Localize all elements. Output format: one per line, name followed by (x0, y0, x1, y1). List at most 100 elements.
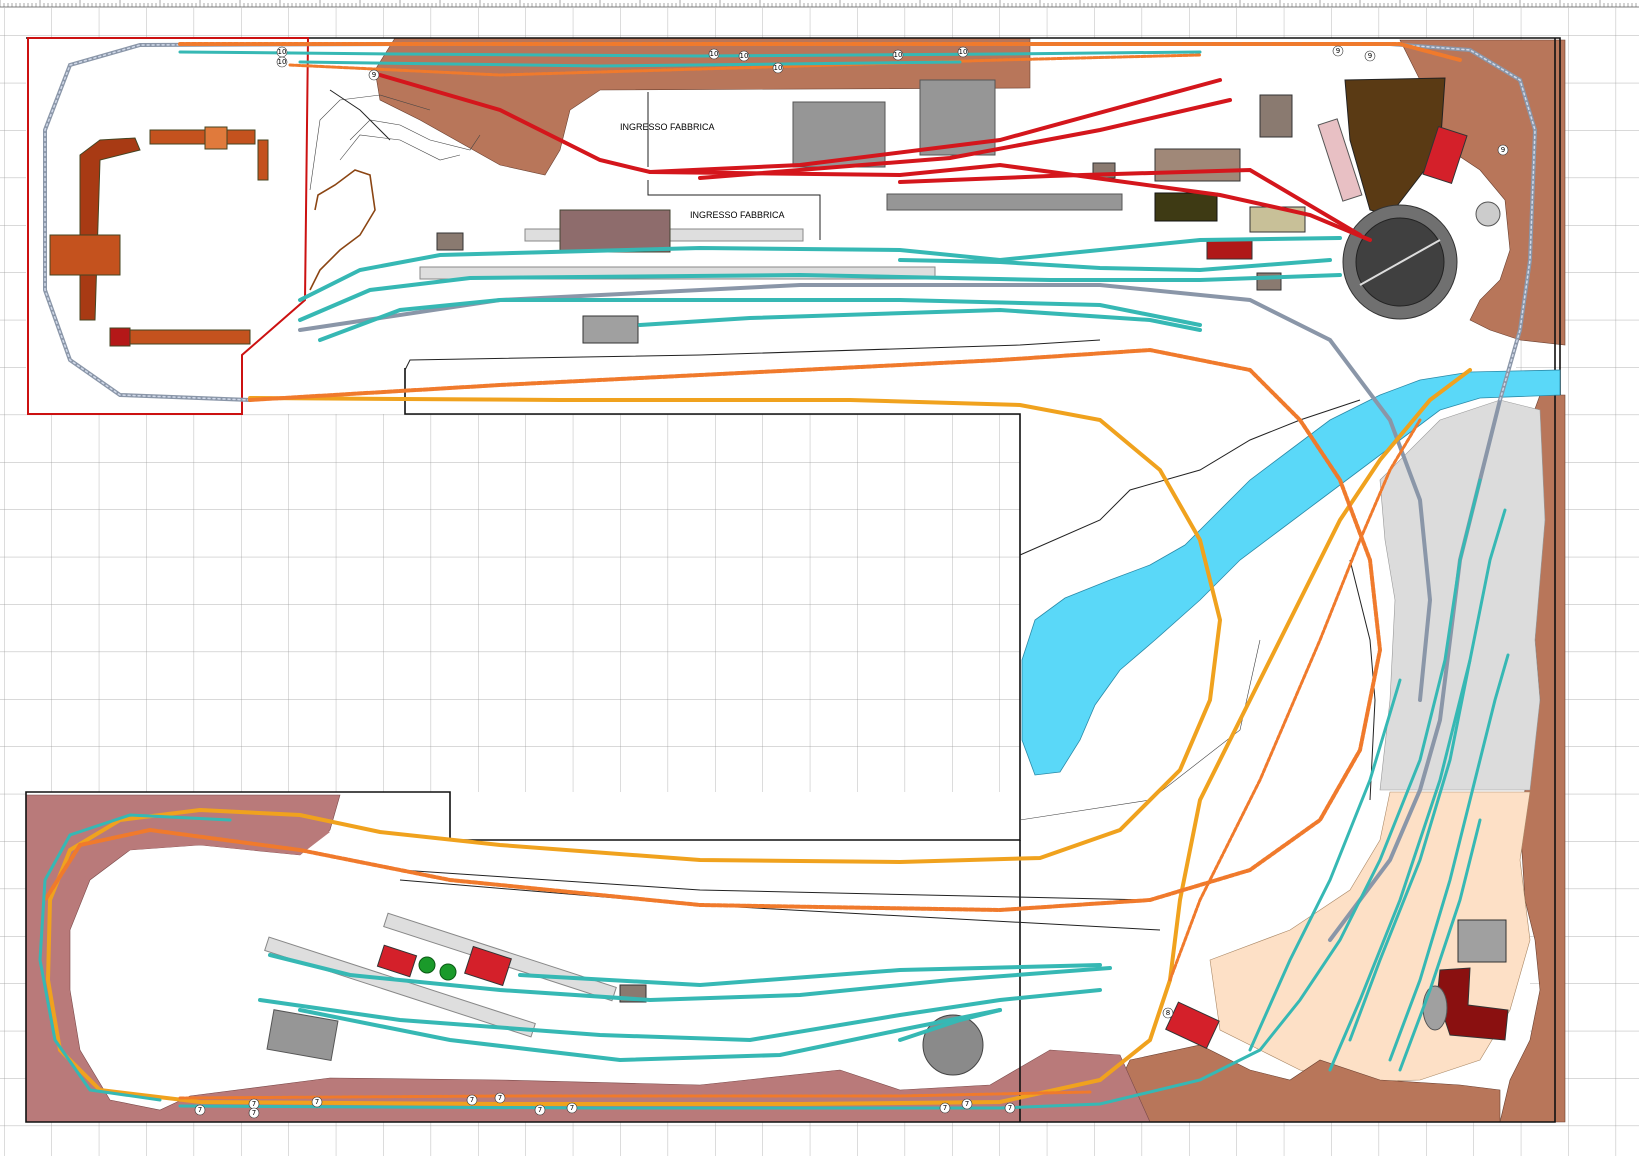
teal-track-top-1 (298, 236, 1342, 302)
track-marker: 9 (368, 69, 380, 81)
track-marker-label: 10 (959, 48, 968, 56)
station-building (559, 209, 671, 253)
track-marker: 7 (494, 1092, 506, 1104)
tree-2 (439, 963, 457, 981)
tracks (38, 42, 1538, 1110)
teal-bottom-loop (38, 813, 232, 1102)
teal-track-bottom-2 (258, 988, 1102, 1043)
left-castle-bottom (109, 329, 251, 345)
water-tower (1475, 201, 1501, 227)
left-castle-tower (204, 126, 228, 150)
red-signal-box (1422, 125, 1468, 185)
teal-track-top-2 (298, 272, 1342, 322)
teal-track-top-3 (318, 298, 1202, 342)
turntable-bridge (1359, 239, 1441, 286)
top-ruler (0, 0, 1639, 8)
track-marker-label: 7 (315, 1098, 319, 1106)
track-marker: 7 (248, 1098, 260, 1110)
board-outline (25, 37, 1561, 1123)
teal-track-bottom-3 (298, 1008, 1002, 1063)
left-castle-top (149, 129, 256, 145)
track-marker-label: 7 (252, 1100, 256, 1108)
orange-dashed-track-4 (1168, 418, 1422, 982)
track-marker-label: 7 (252, 1109, 256, 1117)
teal-track-bottom-5 (898, 1008, 1002, 1042)
red-track-1 (378, 73, 1372, 242)
track-marker: 7 (248, 1107, 260, 1119)
ruler-ticks (0, 0, 1637, 7)
grey-track-loop-rails (44, 43, 1536, 401)
track-marker-label: 7 (943, 1104, 947, 1112)
red-depot (1206, 238, 1253, 260)
track-marker: 7 (961, 1098, 973, 1110)
red-track-2 (648, 78, 1222, 174)
left-castle-red (109, 327, 131, 347)
labels: INGRESSO FABBRICA INGRESSO FABBRICA (620, 92, 821, 240)
teal-yard-2 (1388, 653, 1510, 1062)
track-marker: 10 (957, 46, 969, 58)
teal-top-straight (178, 50, 1202, 58)
grey-annex (582, 315, 639, 344)
track-marker-label: 9 (372, 71, 376, 79)
orange-track-upper (45, 368, 1472, 1106)
track-marker-label: 7 (1008, 1104, 1012, 1112)
track-marker: 10 (276, 56, 288, 68)
track-marker: 10 (276, 46, 288, 58)
bottom-grey-shed (266, 1009, 339, 1062)
track-marker-label: 7 (498, 1094, 502, 1102)
bottom-red-house-1 (376, 944, 418, 978)
track-marker-label: 8 (1166, 1009, 1170, 1017)
teal-yard-5 (1398, 818, 1482, 1072)
slope-bottom-brown (1099, 1044, 1501, 1123)
track-marker: 9 (1497, 144, 1509, 156)
river (1021, 369, 1561, 776)
track-marker: 10 (892, 49, 904, 61)
factory-long-shed (886, 193, 1123, 211)
track-marker: 10 (772, 62, 784, 74)
track-marker-label: 10 (894, 51, 903, 59)
track-marker-label: 7 (570, 1104, 574, 1112)
left-castle-side (257, 139, 269, 181)
red-selection-frame (27, 37, 310, 415)
track-marker: 7 (1004, 1102, 1016, 1114)
factory-entrance-label-2: INGRESSO FABBRICA (690, 210, 785, 220)
track-marker-label: 10 (774, 64, 783, 72)
teal-track-top-5 (898, 258, 1332, 273)
bottom-red-house-2 (464, 945, 512, 987)
teal-track-top-4 (638, 307, 1202, 332)
teal-top-straight-2 (298, 60, 962, 68)
left-castle-main (49, 234, 121, 276)
red-track-4 (898, 167, 1362, 237)
orange-dashed-track-1 (43, 347, 1383, 913)
track-marker-label: 10 (740, 52, 749, 60)
orange-dashed-track-2 (178, 42, 1462, 62)
teal-yard-1 (1328, 508, 1507, 1072)
factory-entrance-label-1: INGRESSO FABBRICA (620, 122, 715, 132)
teal-yard-3 (1348, 658, 1472, 1042)
track-marker-label: 10 (278, 58, 287, 66)
track-marker-label: 9 (1501, 146, 1505, 154)
track-marker: 7 (939, 1102, 951, 1114)
track-marker-label: 7 (538, 1106, 542, 1114)
track-marker: 7 (466, 1094, 478, 1106)
track-marker: 7 (311, 1096, 323, 1108)
track-marker-label: 9 (1368, 52, 1372, 60)
track-marker: 7 (566, 1102, 578, 1114)
track-marker-label: 7 (965, 1100, 969, 1108)
track-marker-label: 9 (1336, 47, 1340, 55)
track-marker-label: 10 (710, 50, 719, 58)
inner-white-bay (80, 812, 330, 880)
triple-houses (1154, 148, 1241, 182)
track-marker: 8 (1162, 1007, 1174, 1019)
gas-tank (922, 1014, 984, 1076)
bottom-right-pond (1422, 985, 1448, 1031)
teal-track-bottom-4 (518, 963, 1102, 988)
pink-shed (1317, 118, 1363, 202)
track-marker: 9 (1364, 50, 1376, 62)
track-marker: 9 (1332, 45, 1344, 57)
teal-bottom-straight (178, 478, 1482, 1110)
track-marker: 10 (738, 50, 750, 62)
orange-bottom-dashed (178, 1090, 1092, 1100)
